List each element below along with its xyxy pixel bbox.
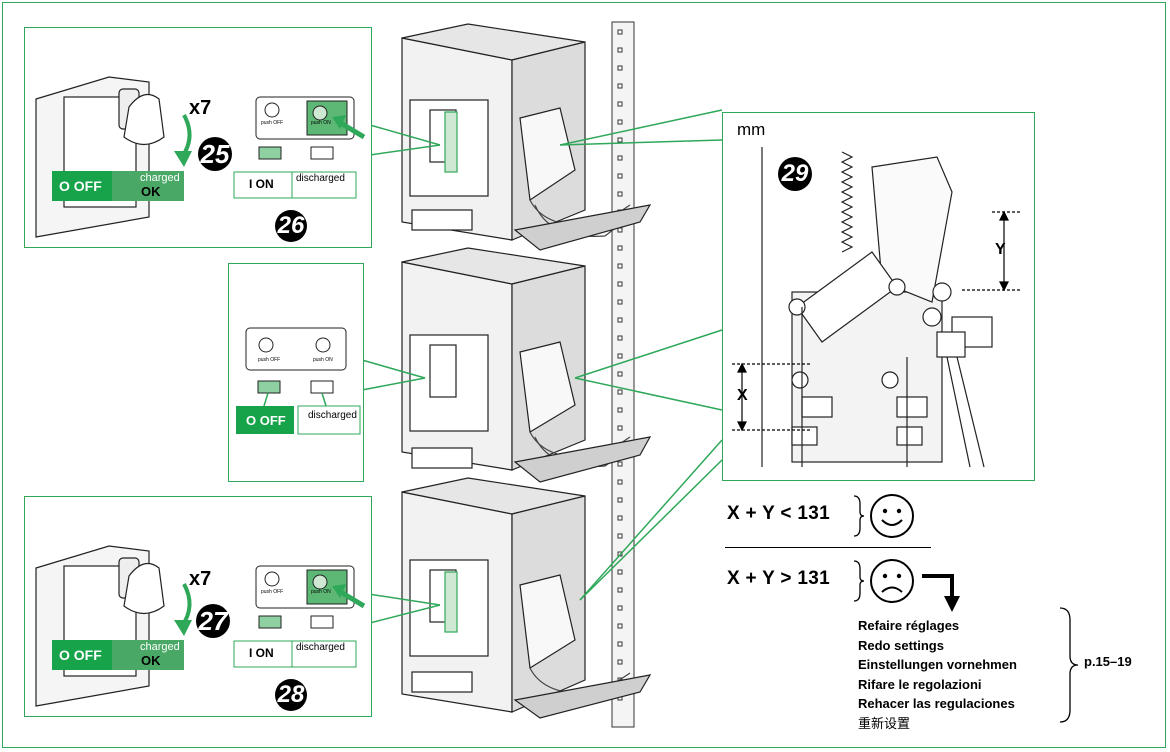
mechanism-detail-drawing [732, 147, 1022, 468]
brace-ok-icon [853, 495, 865, 537]
panel-charge-and-close-drawing [35, 76, 366, 238]
dimension-label-y: Y [995, 241, 1006, 258]
charged-label-25: charged [140, 172, 180, 184]
redo-settings-it: Rifare le regolazioni [858, 676, 982, 692]
formula-ok: X + Y < 131 [727, 503, 830, 524]
discharged-label-28: discharged [296, 642, 345, 653]
dimension-label-x: X [737, 387, 748, 404]
formula-not-ok: X + Y > 131 [727, 568, 830, 589]
push-off-label-28: push OFF [261, 589, 284, 595]
off-label-mid: O OFF [246, 413, 286, 428]
breaker-middle [401, 247, 652, 483]
breaker-top [401, 23, 652, 251]
hand-icon [123, 562, 165, 615]
curved-arrow-icon [180, 114, 192, 159]
panel-off-discharged-drawing [236, 327, 361, 435]
ok-label-25: OK [141, 184, 161, 199]
step-badge-27: 27 [196, 604, 230, 638]
redo-settings-list: Refaire réglages Redo settings Einstellu… [858, 616, 1017, 733]
step-badge-28: 28 [275, 679, 307, 711]
push-on-label-28: push ON [311, 589, 331, 595]
charged-label-27: charged [140, 641, 180, 653]
brace-not-ok-icon [853, 560, 865, 602]
off-label-25: O OFF [59, 178, 102, 194]
redo-settings-fr: Refaire réglages [858, 618, 960, 633]
push-on-label-mid: push ON [313, 357, 333, 363]
ok-label-27: OK [141, 653, 161, 668]
off-label-27: O OFF [59, 647, 102, 663]
brace-settings-icon [1059, 607, 1079, 723]
repeat-count-25: x7 [189, 97, 212, 119]
push-arrow-icon [337, 588, 366, 609]
formula-divider [725, 547, 931, 548]
step-badge-26: 26 [275, 210, 307, 242]
down-arrow-icon [922, 574, 960, 612]
push-on-label-26: push ON [311, 120, 331, 126]
discharged-label-mid: discharged [308, 410, 357, 421]
y-dimension [962, 210, 1022, 292]
on-label-28: I ON [249, 646, 274, 660]
smiley-happy-icon [870, 494, 914, 538]
repeat-count-27: x7 [189, 568, 212, 590]
step-badge-29: 29 [778, 157, 812, 191]
breaker-bottom [401, 477, 652, 719]
step-badge-25: 25 [198, 137, 232, 171]
spring-icon [840, 151, 854, 253]
mounting-rail [611, 21, 635, 728]
page-reference: p.15–19 [1084, 654, 1132, 669]
discharged-label-26: discharged [296, 173, 345, 184]
x-dimension [732, 362, 812, 432]
push-arrow-icon [337, 119, 366, 140]
smiley-sad-icon [870, 559, 914, 603]
panel-off-discharged [228, 263, 364, 482]
redo-settings-en: Redo settings [858, 637, 944, 653]
redo-settings-de: Einstellungen vornehmen [858, 657, 1017, 672]
push-off-label-mid: push OFF [258, 357, 281, 363]
redo-settings-es: Rehacer las regulaciones [858, 696, 1015, 711]
leader-lines [361, 109, 723, 626]
panel-charge-and-close-bottom-drawing [35, 545, 366, 707]
push-off-label-26: push OFF [261, 120, 284, 126]
hand-icon [123, 93, 165, 146]
redo-settings-zh: 重新设置 [858, 715, 911, 731]
on-label-26: I ON [249, 177, 274, 191]
unit-label-mm: mm [737, 120, 766, 139]
